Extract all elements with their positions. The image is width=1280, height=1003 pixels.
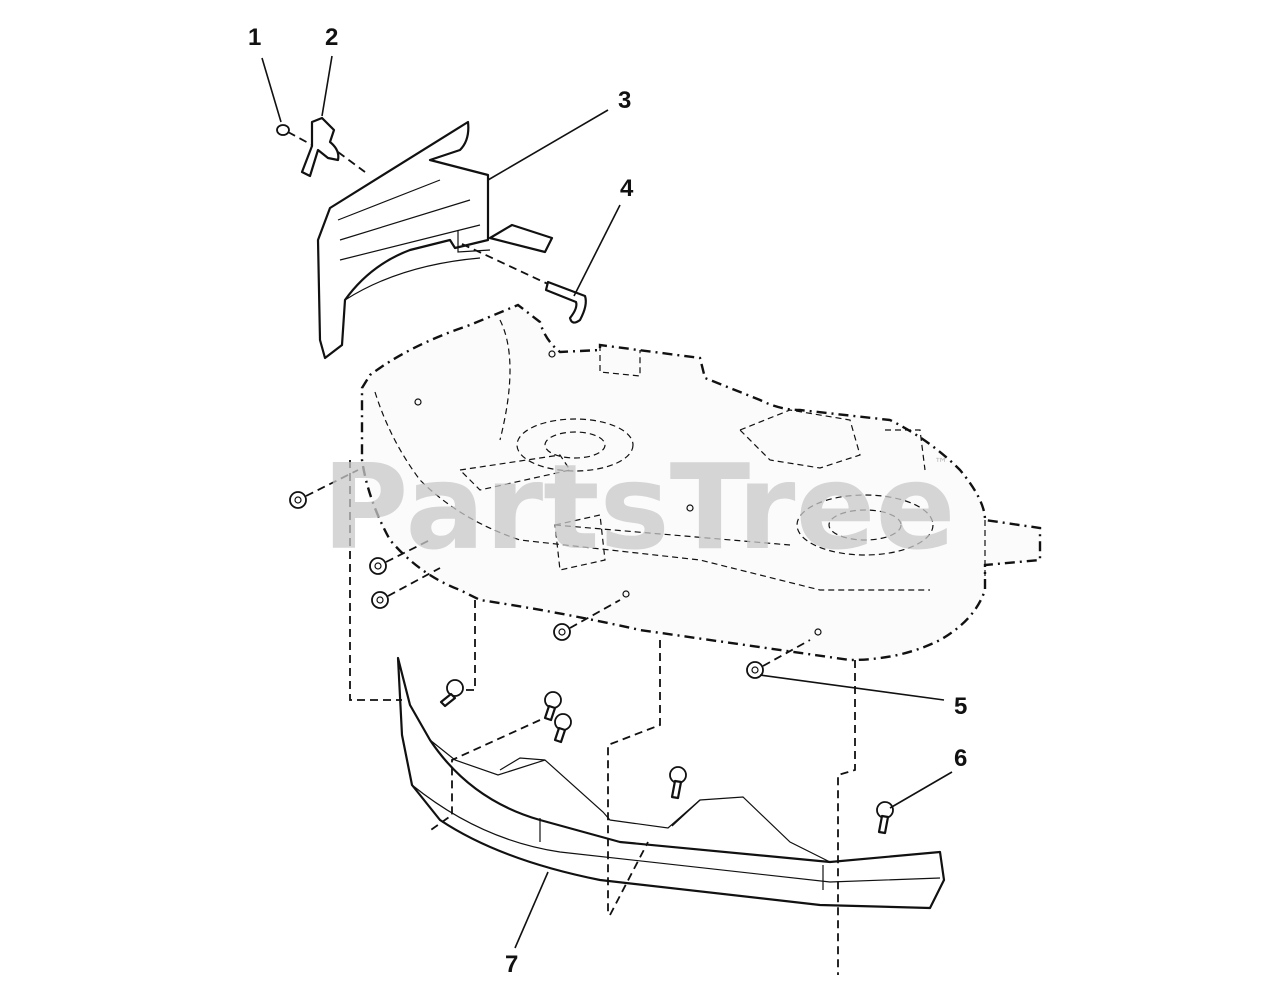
callout-6: 6: [954, 745, 967, 772]
deflector-shield: [316, 120, 554, 360]
callout-7: 7: [505, 951, 518, 978]
leader-lines: [261, 55, 953, 949]
bolts: [439, 679, 894, 835]
watermark: PartsTree: [322, 438, 956, 576]
callout-5: 5: [954, 693, 967, 720]
hinge-rod: [461, 243, 587, 324]
mower-deck: [360, 303, 1042, 662]
wing-nut-and-washer: [276, 116, 366, 178]
callout-2: 2: [325, 24, 338, 51]
bumper: [396, 656, 946, 910]
callout-4: 4: [620, 175, 634, 202]
flange-nuts: [289, 469, 811, 679]
watermark-trademark: ™: [934, 456, 948, 472]
callout-3: 3: [618, 87, 631, 114]
callout-1: 1: [248, 24, 261, 51]
assembly-guides: [349, 460, 856, 975]
